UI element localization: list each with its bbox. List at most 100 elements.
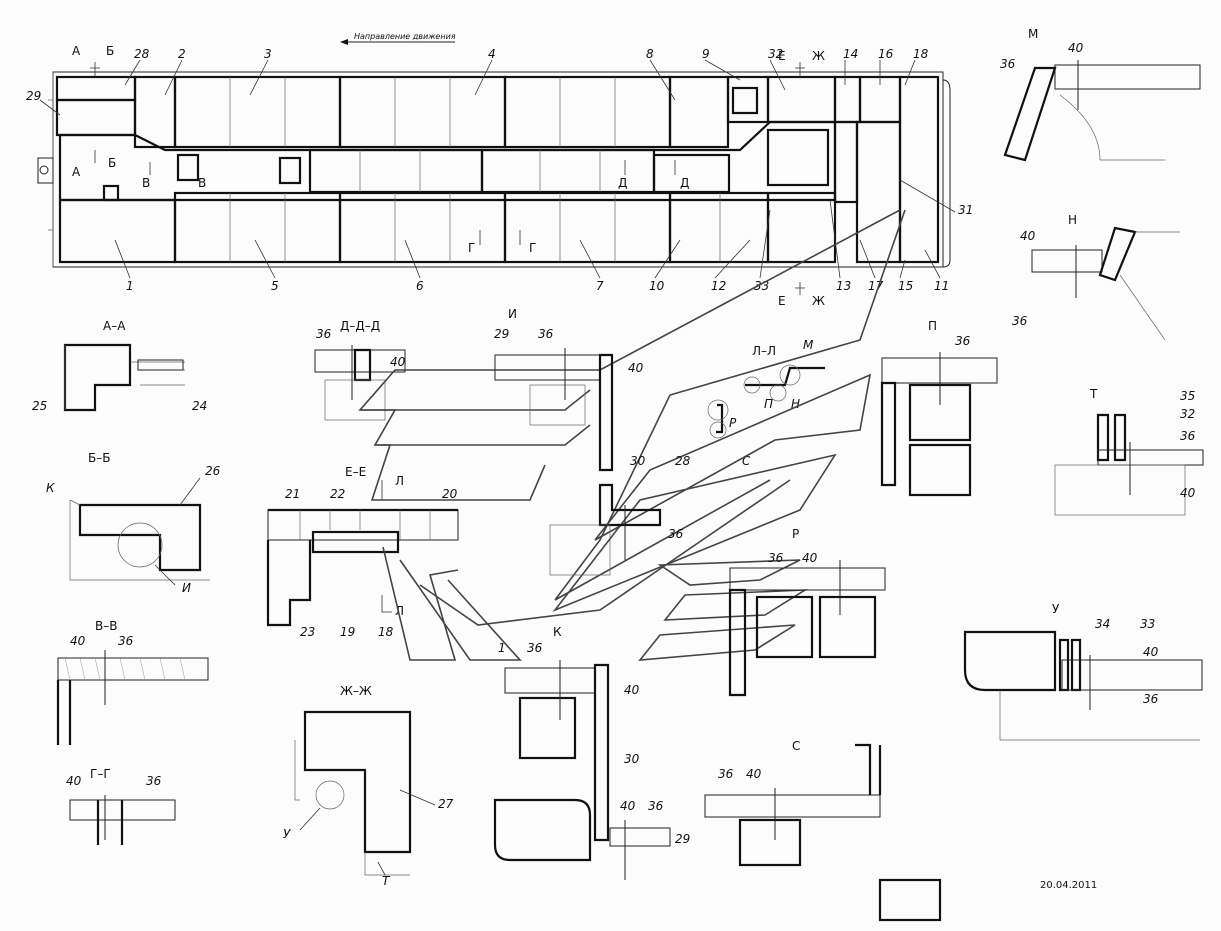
dd-label-40: 40	[390, 355, 406, 369]
i-label-36b: 36	[668, 527, 684, 541]
section-ll-title: Л–Л	[752, 344, 776, 358]
callout-11: 11	[934, 279, 949, 293]
detail-s: С 36 40	[704, 739, 942, 922]
main-callouts-top: 28 2 3 4 8 9 32 14 16 18 29	[26, 47, 929, 116]
main-callouts-bottom: 31 1 5 6 7 10 12 33 13 17 15 11	[114, 179, 973, 293]
u-label-40: 40	[1143, 645, 1159, 659]
vv-label-40: 40	[70, 634, 86, 648]
n-label-36: 36	[1012, 314, 1028, 328]
aa-label-25: 25	[32, 399, 47, 413]
ee-cut-l-bottom: Л	[395, 604, 404, 618]
detail-r: Р 36 40	[728, 527, 886, 697]
callout-15: 15	[898, 279, 913, 293]
callout-31: 31	[958, 203, 973, 217]
zz-label-u: У	[283, 827, 291, 841]
cut-mark-zh-bottom: Ж	[812, 294, 825, 308]
detail-t-title: Т	[1089, 387, 1098, 401]
detail-n: Н 40 36	[1012, 213, 1180, 341]
cut-mark-b-bottom: Б	[108, 156, 116, 170]
dd-label-36: 36	[316, 327, 332, 341]
callout-18: 18	[913, 47, 929, 61]
k-label-40: 40	[624, 683, 640, 697]
callout-2: 2	[178, 47, 186, 61]
k-label-36: 36	[527, 641, 543, 655]
ee-label-22: 22	[330, 487, 345, 501]
cut-mark-a-bottom: А	[72, 165, 81, 179]
callout-6: 6	[416, 279, 424, 293]
i-label-30: 30	[630, 454, 646, 468]
zz-label-t: Т	[382, 874, 391, 888]
section-vv: В–В 40 36	[56, 619, 209, 745]
t-label-35: 35	[1180, 389, 1195, 403]
r-label-36: 36	[768, 551, 784, 565]
section-gg: Г–Г 40 36	[66, 767, 176, 845]
ll-label-m: М	[803, 338, 814, 352]
direction-text: Направление движения	[354, 32, 456, 41]
detail-u-title: У	[1052, 602, 1060, 616]
section-vv-title: В–В	[95, 619, 117, 633]
section-bb-title: Б–Б	[88, 451, 110, 465]
detail-m-title: М	[1028, 27, 1038, 41]
callout-9: 9	[702, 47, 710, 61]
u-label-33: 33	[1140, 617, 1155, 631]
u-label-36: 36	[1143, 692, 1159, 706]
callout-32: 32	[768, 47, 783, 61]
bb-label-26: 26	[205, 464, 221, 478]
ee-label-18: 18	[378, 625, 394, 639]
callout-7: 7	[596, 279, 604, 293]
section-ee-title: Е–Е	[345, 465, 366, 479]
callout-5: 5	[271, 279, 279, 293]
detail-k: К 1 36 40 30 40 36 29	[493, 625, 690, 880]
drawing-date: 20.04.2011	[1040, 880, 1097, 891]
callout-12: 12	[711, 279, 726, 293]
section-bb: Б–Б К 26 И	[46, 451, 221, 595]
k-label-1: 1	[498, 641, 506, 655]
p-label-36: 36	[955, 334, 971, 348]
t-label-36: 36	[1180, 429, 1196, 443]
t-label-40: 40	[1180, 486, 1196, 500]
m-label-40: 40	[1068, 41, 1084, 55]
ll-label-n: Н	[791, 397, 800, 411]
i-label-36: 36	[538, 327, 554, 341]
detail-p: П 36	[880, 319, 998, 497]
t-label-32: 32	[1180, 407, 1195, 421]
cut-mark-g-left: Г	[468, 241, 475, 255]
detail-s-title: С	[792, 739, 800, 753]
i-label-40: 40	[628, 361, 644, 375]
ee-label-20: 20	[442, 487, 458, 501]
k-label-36b: 36	[648, 799, 664, 813]
section-ee: Е–Е 21 22 20 23 19 18 Л Л	[266, 465, 459, 639]
callout-16: 16	[878, 47, 894, 61]
callout-8: 8	[646, 47, 654, 61]
section-aa-title: А–А	[103, 319, 126, 333]
detail-r-title: Р	[792, 527, 799, 541]
detail-u: У 34 33 40 36	[963, 602, 1203, 741]
callout-17: 17	[868, 279, 884, 293]
ee-label-19: 19	[340, 625, 355, 639]
ll-label-r: Р	[729, 416, 737, 430]
u-label-34: 34	[1095, 617, 1110, 631]
main-plan-view: А Б А Б В В Г Г Д Д Е Ж Е Ж 28 2 3 4 8 9…	[26, 44, 973, 308]
k-label-29: 29	[675, 832, 690, 846]
i-label-28: 28	[675, 454, 691, 468]
section-gg-title: Г–Г	[90, 767, 111, 781]
gg-label-40: 40	[66, 774, 82, 788]
k-label-40b: 40	[620, 799, 636, 813]
ee-label-21: 21	[285, 487, 300, 501]
ll-label-p: П	[764, 397, 773, 411]
cut-mark-g-right: Г	[529, 241, 536, 255]
section-ll: Л–Л М П Н Р С	[707, 338, 825, 468]
m-label-36: 36	[1000, 57, 1016, 71]
section-aa: А–А 25 24	[32, 319, 207, 413]
k-label-30: 30	[624, 752, 640, 766]
s-label-36: 36	[718, 767, 734, 781]
section-zhzh-title: Ж–Ж	[340, 684, 372, 698]
i-label-29: 29	[494, 327, 509, 341]
callout-4: 4	[488, 47, 496, 61]
callout-10: 10	[649, 279, 665, 293]
bb-label-k: К	[46, 481, 55, 495]
detail-n-title: Н	[1068, 213, 1077, 227]
callout-3: 3	[264, 47, 272, 61]
bb-label-i: И	[182, 581, 191, 595]
cut-mark-b-top: Б	[106, 44, 114, 58]
